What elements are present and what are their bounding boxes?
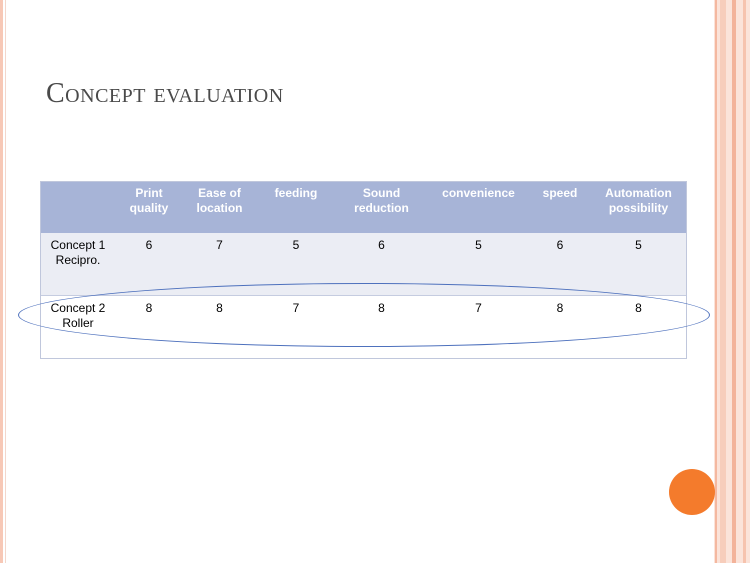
header-cell-speed: speed [542, 186, 578, 200]
table-header-row: Print quality Ease of location feeding S… [40, 181, 686, 233]
right-band-line [732, 0, 736, 563]
concept-evaluation-table: Print quality Ease of location feeding S… [40, 181, 686, 358]
right-band-line [720, 0, 726, 563]
concept-name-cell: Concept 2 Roller [40, 294, 116, 358]
right-band-line [715, 0, 717, 563]
score-cell: 5 [635, 238, 642, 252]
table-row-concept-1: Concept 1 Recipro. 6 7 5 6 5 6 5 [40, 233, 686, 295]
concept-name-line1: Concept 1 [50, 238, 106, 252]
score-cell: 8 [335, 294, 428, 358]
concept-name-line1: Concept 2 [50, 300, 106, 315]
header-cell-print-quality: Print quality [129, 186, 169, 215]
header-cell-feeding: feeding [274, 186, 318, 200]
header-cell-automation-possibility: Automation possibility [605, 186, 672, 215]
table-row-concept-2: Concept 2 Roller 8 8 7 8 7 8 8 [40, 294, 686, 358]
score-cell: 8 [591, 294, 686, 358]
score-cell: 7 [428, 294, 529, 358]
slide-title: Concept evaluation [46, 78, 284, 109]
right-decorative-band [714, 0, 750, 563]
concept-name-line2: Recipro. [55, 253, 101, 267]
header-cell-sound-reduction: Sound reduction [354, 186, 409, 215]
header-cell-empty [40, 181, 116, 233]
score-cell: 8 [182, 294, 257, 358]
score-cell: 5 [475, 238, 482, 252]
concept-name-line2: Roller [62, 315, 94, 330]
score-cell: 7 [216, 238, 223, 252]
header-cell-ease-of-location: Ease of location [196, 186, 243, 215]
left-decorative-stripe-thin [5, 0, 6, 563]
score-cell: 6 [378, 238, 385, 252]
header-cell-convenience: convenience [442, 186, 515, 200]
score-cell: 6 [145, 238, 153, 252]
score-cell: 7 [257, 294, 335, 358]
right-band-line [743, 0, 746, 563]
score-cell: 6 [556, 238, 564, 252]
orange-circle-decoration [669, 469, 715, 515]
concept-name-cell: Concept 1 Recipro. [40, 233, 116, 295]
left-decorative-stripe [0, 0, 3, 563]
score-cell: 8 [529, 294, 591, 358]
score-cell: 5 [292, 238, 300, 252]
score-cell: 8 [116, 294, 182, 358]
